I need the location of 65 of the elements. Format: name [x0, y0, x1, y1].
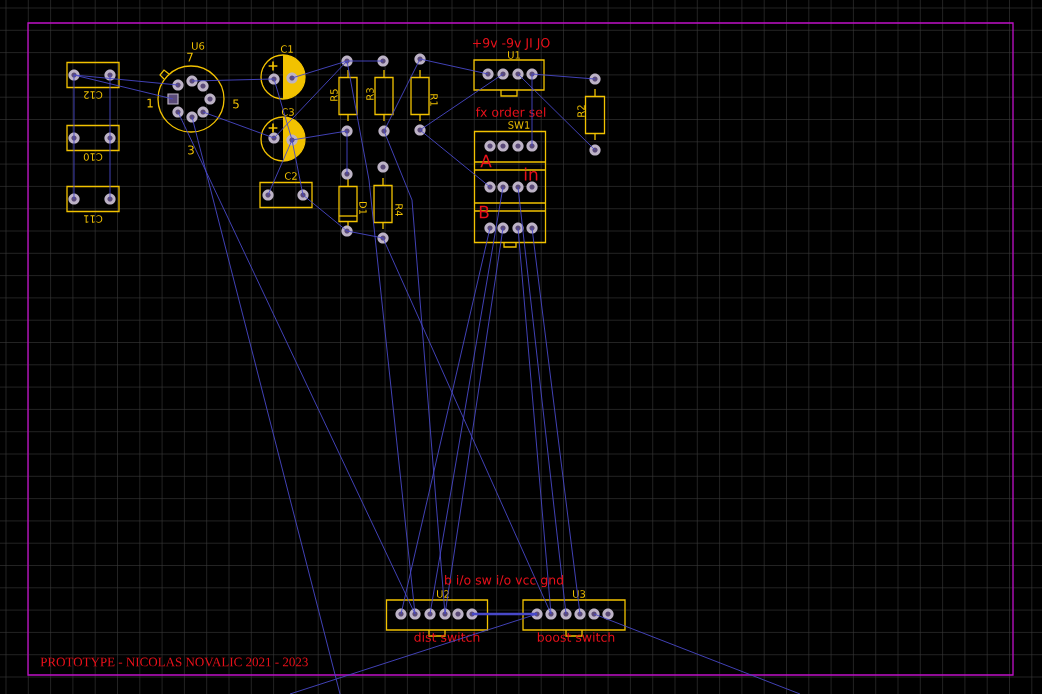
designator-label: R3 — [366, 88, 374, 100]
pin-number: 1 — [147, 98, 153, 108]
ratsnest-line — [400, 227, 491, 615]
ratsnest-line — [531, 73, 533, 147]
designator-label: R1 — [430, 94, 438, 106]
ratsnest-line — [291, 139, 304, 196]
ratsnest-line — [109, 74, 111, 139]
title-text: PROTOTYPE - NICOLAS NOVALIC 2021 - 2023 — [40, 657, 308, 667]
ratsnest-line — [267, 139, 293, 196]
designator-label: U1 — [508, 51, 520, 59]
ratsnest-line — [383, 130, 446, 615]
ratsnest-line — [346, 60, 416, 615]
ratsnest-line — [346, 230, 384, 239]
designator-label: C2 — [284, 172, 297, 180]
ratsnest-line — [202, 111, 275, 139]
ratsnest-line — [429, 186, 504, 615]
ratsnest-line — [419, 58, 489, 75]
ratsnest-line — [419, 129, 491, 188]
ratsnest-line — [419, 73, 504, 131]
ratsnest-line — [302, 194, 348, 232]
ratsnest-line — [346, 130, 348, 175]
designator-label: C11 — [84, 215, 103, 223]
ratsnest-line — [593, 613, 801, 694]
ratsnest-line — [517, 227, 552, 615]
ratsnest-line — [73, 74, 75, 139]
ratsnest-line — [273, 60, 348, 139]
ratsnest-line — [289, 613, 538, 694]
ratsnest-line — [109, 137, 111, 200]
ratsnest-line — [291, 60, 348, 79]
designator-label: U6 — [192, 42, 205, 50]
ratsnest-line — [472, 612, 537, 616]
designator-label: R2 — [577, 105, 585, 117]
ratsnest-line — [191, 78, 275, 82]
pin-number: 7 — [187, 52, 193, 62]
part-note: +9v -9v JI JO — [473, 38, 550, 50]
polarity-mark: + — [268, 123, 278, 133]
part-note: boost switch — [537, 632, 615, 642]
ratsnest-line — [531, 227, 581, 615]
ratsnest-line — [444, 227, 504, 615]
ratsnest-line — [291, 130, 348, 141]
designator-label: D1 — [359, 201, 367, 215]
ratsnest-line — [73, 74, 179, 86]
designator-label: C1 — [280, 45, 293, 53]
ratsnest-line — [517, 186, 567, 615]
part-note: fx order sel — [475, 107, 546, 117]
pin-number: 5 — [233, 99, 239, 109]
polarity-mark: + — [268, 61, 278, 71]
ratsnest-line — [531, 73, 596, 80]
designator-label: U3 — [573, 590, 586, 598]
designator-label: R4 — [395, 204, 403, 217]
ratsnest-line — [177, 111, 416, 615]
pin-number: 3 — [188, 145, 194, 155]
ratsnest-line — [73, 137, 75, 200]
ratsnest-line — [273, 78, 293, 141]
designator-label: C10 — [83, 153, 103, 161]
ratsnest-line — [517, 73, 596, 151]
designator-label: SW1 — [508, 121, 530, 129]
ratsnest-line — [73, 74, 174, 100]
ratsnest-line — [382, 237, 552, 615]
designator-label: R5 — [330, 89, 338, 101]
designator-label: C3 — [281, 108, 294, 116]
ratsnest-line — [191, 116, 341, 694]
designator-label: C12 — [84, 91, 103, 99]
ratsnest-line — [346, 60, 384, 62]
pin-function-label: b i/o sw i/o vcc gnd — [445, 574, 563, 588]
